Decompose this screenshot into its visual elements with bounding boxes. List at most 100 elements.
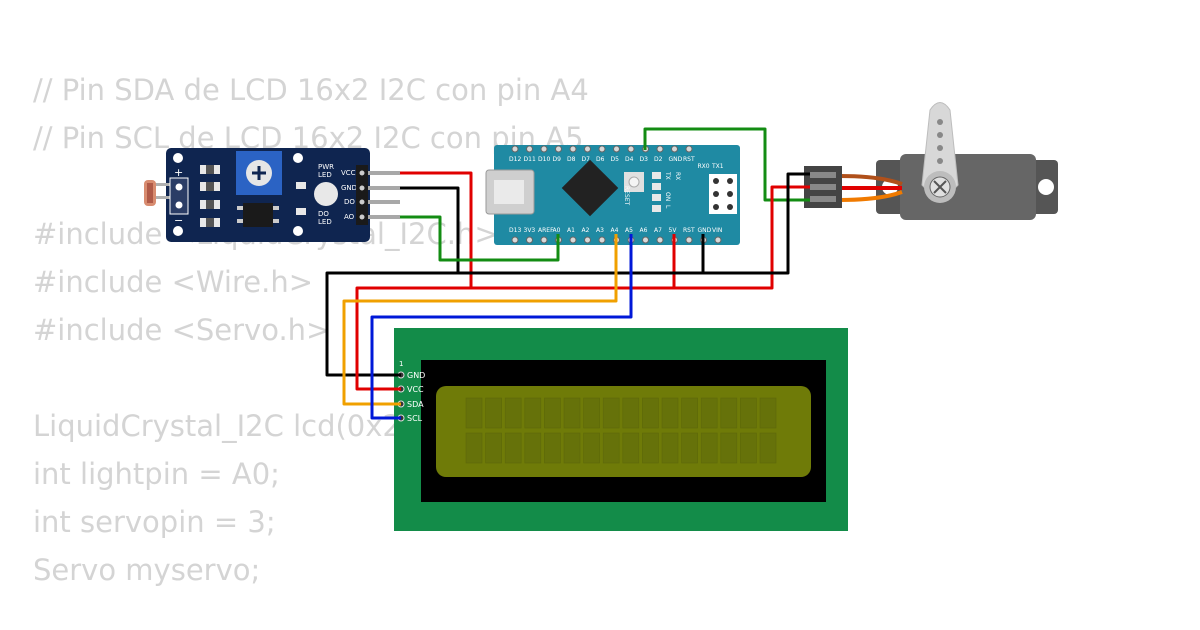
pin-hole: [598, 145, 606, 153]
wire-red[interactable]: [355, 286, 471, 391]
lcd-16x2-i2c[interactable]: 1 GND VCC SDA SCL: [394, 328, 848, 531]
lcd-char-cell: [720, 397, 738, 429]
wire-black[interactable]: [325, 271, 458, 377]
led-label-tx: TX: [664, 171, 671, 180]
lcd-char-cell: [602, 432, 620, 464]
lcd-char-cell: [681, 432, 698, 464]
lcd-char-cell: [583, 397, 600, 429]
led-label-l: L: [664, 205, 671, 209]
lcd-char-cell: [504, 397, 522, 429]
nano-pin-label: D12: [509, 156, 521, 163]
lcd-char-cell: [563, 432, 581, 464]
pin-hole: [656, 145, 664, 153]
pin-hole: [555, 145, 562, 153]
pin-hole: [598, 236, 606, 244]
lcd-char-cell: [524, 432, 542, 464]
nano-pin-label: D10: [538, 156, 550, 163]
lcd-char-cell: [740, 432, 757, 464]
wire-green[interactable]: [400, 215, 560, 262]
lcd-char-cell: [720, 432, 738, 464]
plus-label: +: [174, 166, 183, 179]
nano-pin-label: RX0: [698, 163, 710, 170]
lcd-pin-sda: SDA: [407, 400, 424, 409]
lcd-char-cell: [544, 397, 561, 429]
code-line: Servo myservo;: [33, 553, 261, 587]
lcd-char-cell: [485, 397, 502, 429]
nano-pin-label: GND: [698, 227, 712, 234]
nano-pin-label: A7: [654, 227, 662, 234]
pin-hole: [584, 145, 591, 153]
lcd-char-cell: [661, 432, 679, 464]
nano-pin-label: D8: [567, 156, 576, 163]
nano-pin-label: A1: [567, 227, 575, 234]
nano-pin-label: D6: [596, 156, 605, 163]
pin-hole: [613, 145, 620, 153]
minus-label: −: [174, 214, 183, 227]
lcd-pin-1-label: 1: [399, 360, 403, 368]
lcd-pin-scl: SCL: [407, 414, 423, 423]
wire-blue[interactable]: [370, 234, 633, 420]
lcd-char-cell: [642, 432, 659, 464]
lcd-char-cell: [759, 397, 777, 429]
wire-green[interactable]: [643, 127, 810, 202]
nano-pin-label: D2: [654, 156, 663, 163]
lcd-char-cell: [602, 397, 620, 429]
lcd-pin-vcc: VCC: [407, 385, 424, 394]
lcd-char-cell: [465, 397, 483, 429]
nano-pin-label: D4: [625, 156, 634, 163]
nano-pin-label: D13: [509, 227, 521, 234]
lcd-char-cell: [622, 397, 640, 429]
lcd-char-cell: [524, 397, 542, 429]
pin-label-ao: AO: [344, 213, 355, 221]
pin-label-do: DO: [344, 198, 355, 206]
wire-red[interactable]: [674, 185, 810, 290]
code-line: // Pin SDA de LCD 16x2 I2C con pin A4: [33, 73, 589, 107]
lcd-char-cell: [622, 432, 640, 464]
nano-pin-label: A6: [640, 227, 648, 234]
led-indicator: [314, 182, 338, 206]
ldr-sensor-module[interactable]: + − PWR LED DO LED VCC GND DO AO: [144, 148, 400, 242]
do-led-label-2: LED: [318, 218, 332, 226]
do-led-label: DO: [318, 210, 329, 218]
nano-pin-label: D9: [553, 156, 562, 163]
code-line: int lightpin = A0;: [33, 457, 280, 491]
pin-hole: [714, 236, 722, 244]
nano-pin-label: A3: [596, 227, 604, 234]
wire-black[interactable]: [703, 172, 810, 275]
lcd-char-cell: [504, 432, 522, 464]
wire-yellow[interactable]: [342, 234, 618, 406]
pwr-led-label-2: LED: [318, 171, 332, 179]
servo-motor[interactable]: [804, 102, 1058, 221]
pin-hole: [526, 236, 533, 244]
lcd-char-cell: [661, 397, 679, 429]
nano-pin-label: A4: [611, 227, 619, 234]
pin-hole: [511, 145, 519, 153]
lcd-char-cell: [740, 397, 757, 429]
pin-hole: [685, 236, 693, 244]
pin-label-vcc: VCC: [341, 169, 356, 177]
nano-pin-label: TX1: [711, 163, 724, 170]
pin-hole: [540, 236, 548, 244]
nano-pin-label: AREF: [538, 227, 554, 234]
lcd-char-cell: [700, 432, 718, 464]
pin-hole: [685, 145, 693, 153]
lcd-char-cell: [563, 397, 581, 429]
pin-hole: [642, 236, 649, 244]
nano-pin-label: A5: [625, 227, 633, 234]
nano-pin-label: RST: [683, 227, 695, 234]
nano-pin-label: D3: [640, 156, 649, 163]
lcd-char-cell: [465, 432, 483, 464]
nano-pin-label: 5V: [669, 227, 678, 234]
pin-hole: [540, 145, 548, 153]
reset-label: RESET: [623, 186, 630, 206]
lcd-char-cell: [642, 397, 659, 429]
nano-pin-label: RST: [683, 156, 695, 163]
pin-hole: [627, 145, 635, 153]
pin-hole: [584, 236, 591, 244]
nano-pin-label: A2: [582, 227, 590, 234]
pin-hole: [569, 236, 577, 244]
nano-pin-label: VIN: [712, 227, 722, 234]
led-label-on: ON: [664, 192, 671, 201]
lcd-char-cell: [485, 432, 502, 464]
